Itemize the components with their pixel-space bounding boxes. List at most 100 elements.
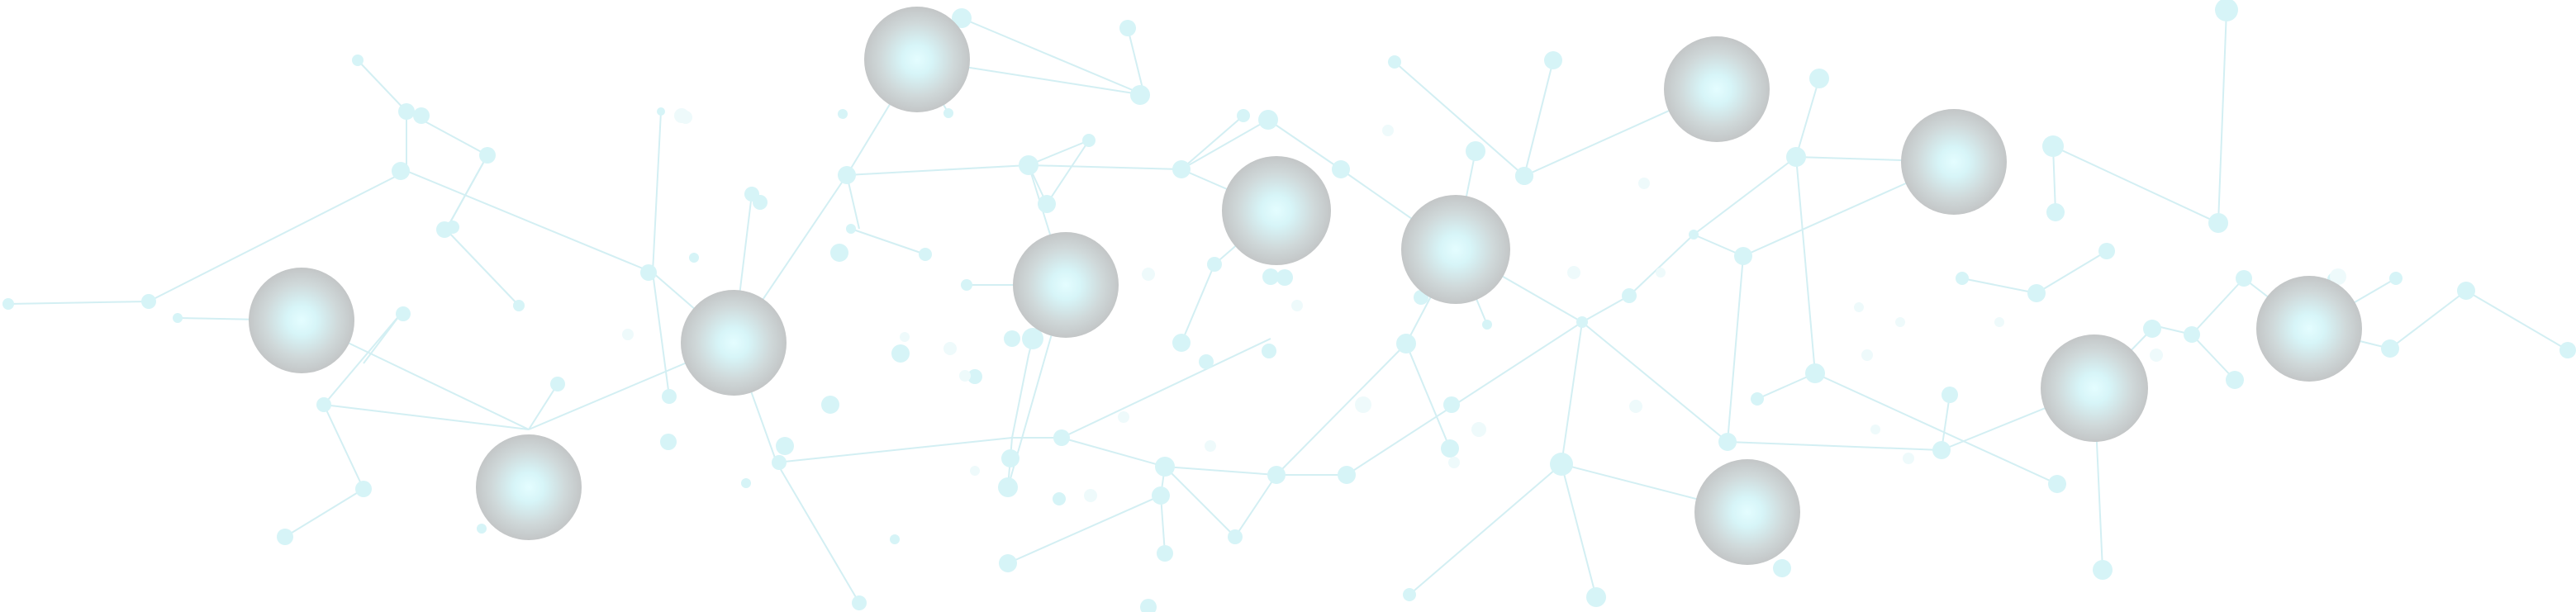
node-dot	[1895, 317, 1905, 327]
connection-line	[1181, 119, 1269, 170]
node-dot	[1157, 545, 1173, 562]
node-dot	[753, 195, 768, 210]
connection-line	[776, 462, 860, 604]
node-dot	[2046, 203, 2065, 221]
connection-line	[2036, 250, 2108, 294]
node-dot	[1544, 51, 1562, 69]
connection-line	[1127, 27, 1145, 96]
node-dot	[352, 55, 364, 66]
connection-line	[846, 164, 1029, 176]
hub-sphere	[1901, 109, 2007, 215]
connection-line	[2465, 290, 2569, 351]
node-dot	[1448, 457, 1460, 468]
node-dot	[1932, 441, 1951, 459]
hub-sphere	[864, 7, 970, 112]
node-dot	[1629, 400, 1642, 413]
node-dot	[2226, 371, 2244, 389]
node-dot	[838, 109, 848, 119]
connection-line	[1795, 156, 1816, 374]
hub-sphere	[249, 268, 354, 373]
node-dot	[1019, 155, 1038, 175]
node-dot	[830, 244, 848, 262]
node-dot	[1586, 587, 1606, 607]
connection-line	[1727, 255, 1744, 443]
connection-line	[2217, 9, 2227, 224]
connection-line	[1061, 338, 1271, 439]
node-dot	[1053, 492, 1066, 505]
node-dot	[396, 306, 411, 321]
node-dot	[277, 529, 293, 545]
node-dot	[952, 8, 972, 28]
connection-line	[357, 59, 407, 112]
node-dot	[1053, 429, 1070, 446]
node-dot	[1773, 559, 1791, 577]
node-dot	[1482, 320, 1492, 330]
node-dot	[2184, 326, 2200, 343]
node-dot	[446, 221, 459, 234]
connection-line	[406, 170, 654, 273]
node-dot	[2215, 0, 2238, 21]
node-dot	[998, 477, 1018, 497]
node-dot	[550, 377, 565, 391]
connection-line	[1276, 343, 1407, 476]
node-dot	[679, 111, 692, 124]
connection-line	[1181, 115, 1244, 170]
node-dot	[1576, 316, 1588, 328]
node-dot	[1382, 125, 1394, 136]
node-dot	[513, 300, 525, 311]
connection-line	[1061, 437, 1166, 467]
node-dot	[2048, 475, 2066, 493]
node-dot	[961, 279, 972, 291]
connection-line	[1181, 263, 1215, 344]
node-dot	[891, 344, 910, 363]
connection-line	[1405, 343, 1451, 449]
connection-line	[850, 228, 926, 255]
node-dot	[943, 108, 953, 118]
node-dot	[1388, 55, 1401, 69]
hub-sphere	[476, 434, 582, 540]
node-dot	[1861, 349, 1873, 361]
connection-line	[1164, 466, 1236, 538]
connection-line	[1267, 119, 1342, 170]
node-dot	[1338, 466, 1356, 484]
connection-line	[2191, 334, 2236, 381]
connection-line	[1046, 140, 1090, 205]
node-dot	[846, 224, 856, 234]
node-dot	[1155, 457, 1175, 477]
node-dot	[890, 534, 900, 544]
node-dot	[1903, 453, 1914, 464]
hub-sphere	[1013, 232, 1119, 338]
connection-line	[1394, 61, 1525, 177]
node-dot	[1809, 69, 1829, 88]
node-dot	[1441, 439, 1459, 458]
connection-line	[148, 170, 407, 302]
connection-line	[323, 313, 402, 406]
connection-line	[1814, 372, 2058, 485]
node-dot	[1228, 529, 1243, 544]
connection-line	[1011, 354, 1029, 439]
node-dot	[1152, 486, 1170, 505]
hub-spheres	[249, 7, 2362, 565]
connection-line	[1961, 278, 2037, 294]
node-dot	[1267, 466, 1286, 484]
node-dot	[1084, 489, 1097, 502]
connection-line	[1160, 495, 1166, 554]
connection-line	[1795, 78, 1820, 158]
node-dot	[776, 437, 794, 455]
connection-line	[776, 437, 1013, 463]
node-dot	[1805, 363, 1825, 383]
node-dot	[1656, 268, 1666, 278]
node-dot	[2143, 320, 2161, 338]
node-dot	[2330, 268, 2346, 285]
node-dot	[316, 397, 331, 412]
node-dot	[1550, 453, 1573, 476]
node-dot	[1172, 160, 1191, 178]
connection-line	[1561, 463, 1597, 598]
node-dot	[1854, 302, 1864, 312]
connection-line	[1007, 495, 1162, 564]
hub-sphere	[2256, 276, 2362, 382]
connection-line	[1628, 234, 1694, 297]
node-dot	[1291, 300, 1303, 311]
node-dot	[1942, 387, 1958, 403]
hub-sphere	[1222, 156, 1331, 265]
